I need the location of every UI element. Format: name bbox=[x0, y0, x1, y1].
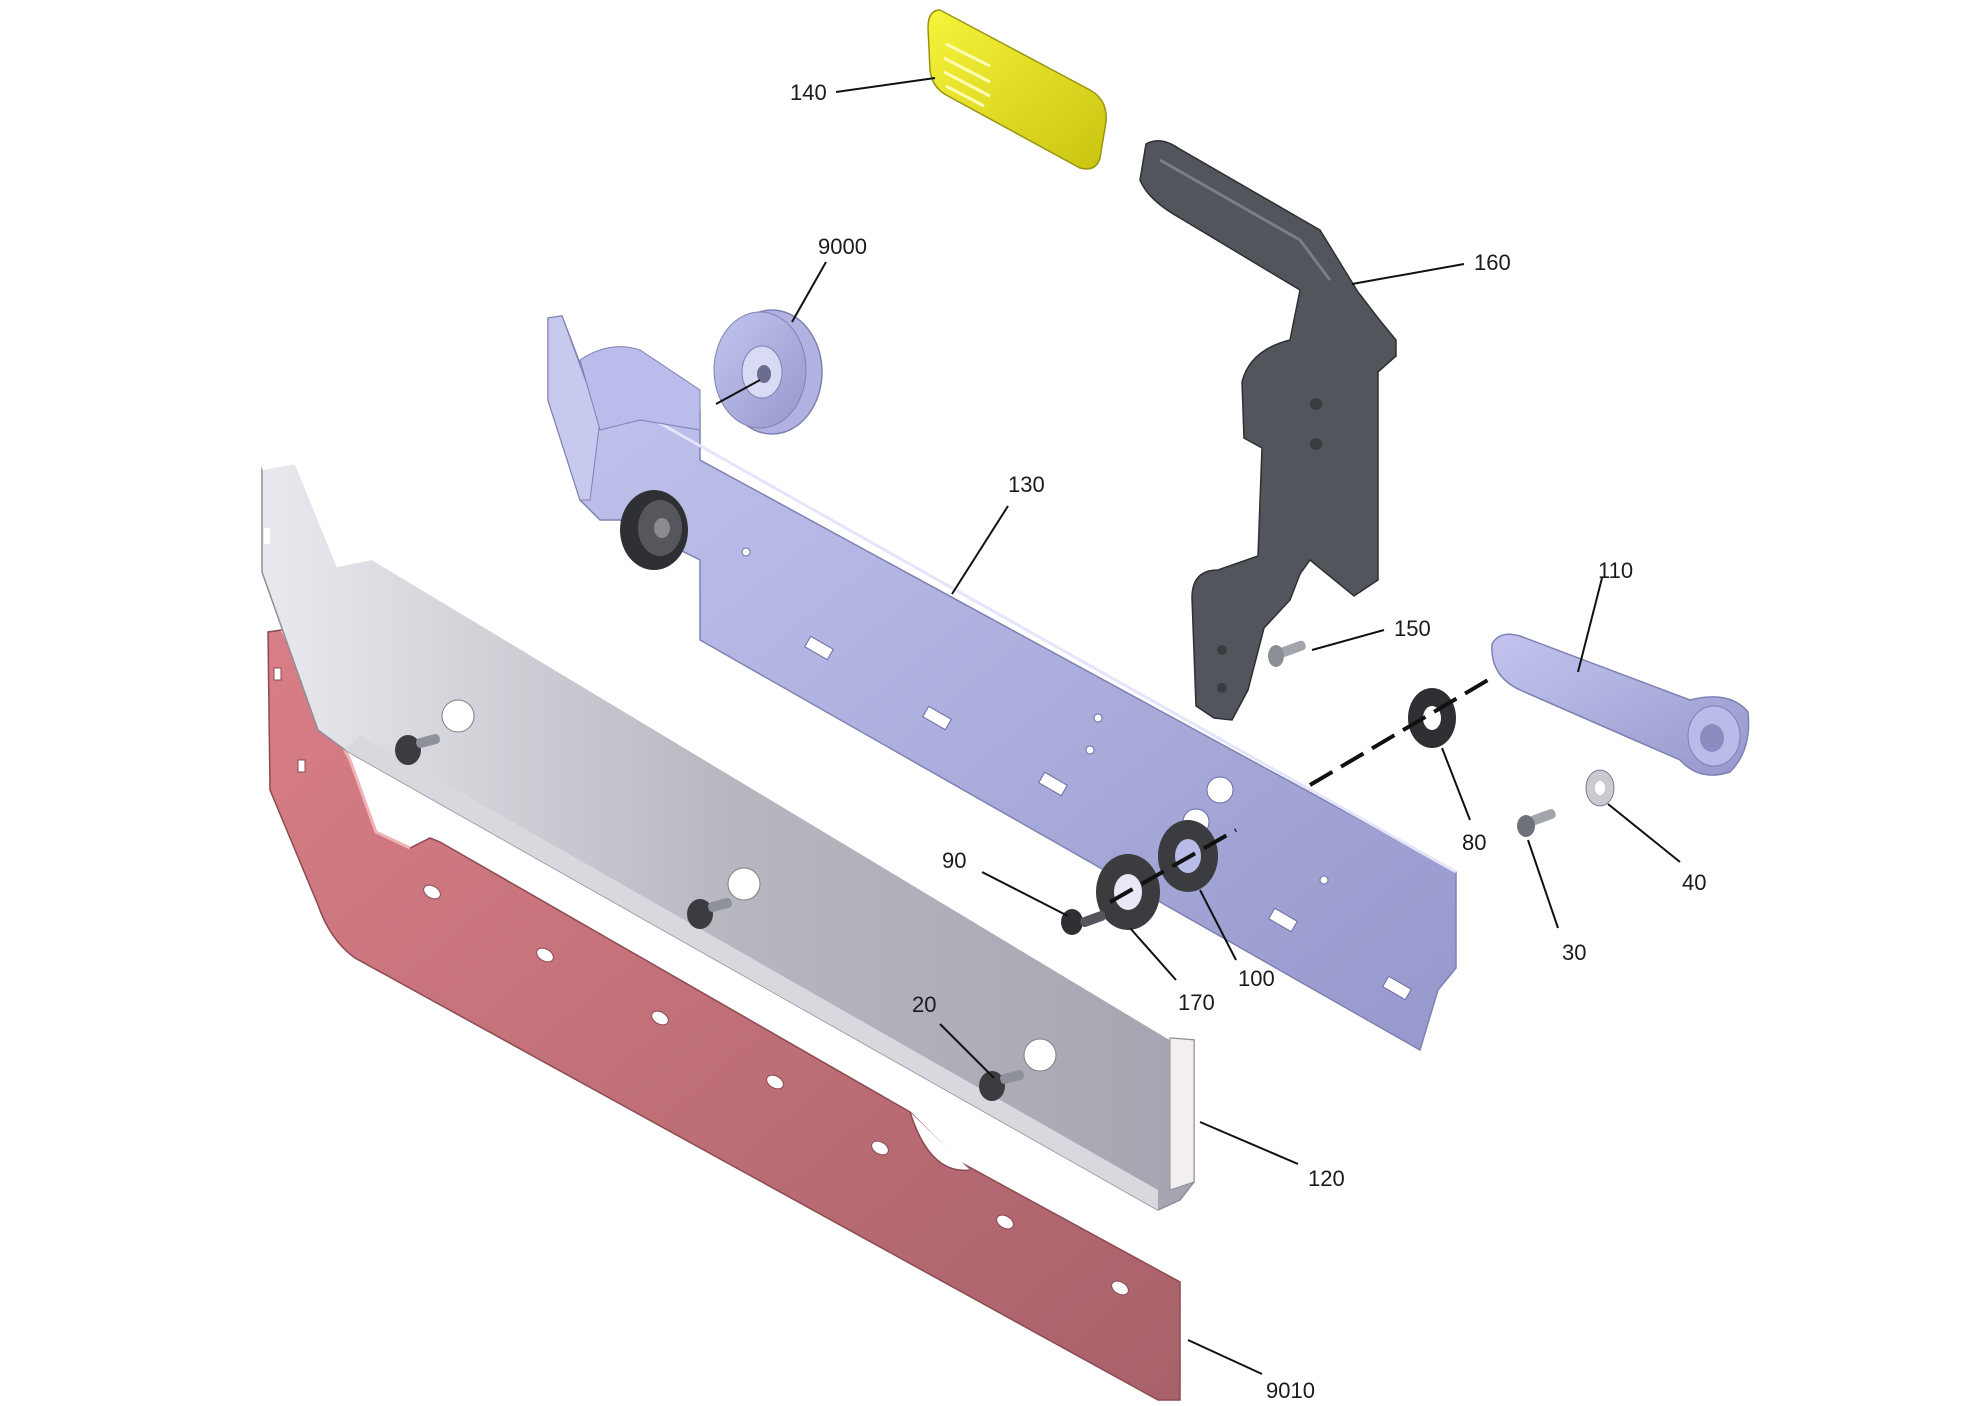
label-9010: 9010 bbox=[1266, 1378, 1315, 1403]
assembly-axis-lines bbox=[1109, 678, 1490, 904]
label-20: 20 bbox=[912, 992, 936, 1017]
frame-130 bbox=[547, 315, 1457, 1052]
label-90: 90 bbox=[942, 848, 966, 873]
screw-20-a bbox=[395, 733, 440, 765]
label-9000: 9000 bbox=[818, 234, 867, 259]
handle-160 bbox=[1139, 140, 1397, 721]
label-150: 150 bbox=[1394, 616, 1431, 641]
washer-40 bbox=[1585, 769, 1615, 807]
plate-120 bbox=[261, 459, 1195, 1211]
screw-20-b bbox=[687, 897, 732, 929]
frame-roller bbox=[620, 490, 688, 570]
callout-labels: 140 160 9000 130 110 150 80 90 40 170 10… bbox=[790, 80, 1706, 1403]
screws-20 bbox=[395, 733, 1024, 1101]
squeegee-strip-9010 bbox=[267, 629, 1181, 1401]
washer-80 bbox=[1408, 688, 1456, 748]
lever-110 bbox=[1491, 633, 1750, 776]
screw-20-c bbox=[979, 1069, 1024, 1101]
label-110: 110 bbox=[1598, 558, 1633, 583]
bolt-90 bbox=[1061, 909, 1106, 935]
yellow-grip-140 bbox=[927, 9, 1107, 170]
label-80: 80 bbox=[1462, 830, 1486, 855]
label-40: 40 bbox=[1682, 870, 1706, 895]
label-30: 30 bbox=[1562, 940, 1586, 965]
bolt-150 bbox=[1268, 640, 1306, 667]
label-170: 170 bbox=[1178, 990, 1215, 1015]
label-130: 130 bbox=[1008, 472, 1045, 497]
label-120: 120 bbox=[1308, 1166, 1345, 1191]
label-160: 160 bbox=[1474, 250, 1511, 275]
label-100: 100 bbox=[1238, 966, 1275, 991]
leader-lines bbox=[791, 77, 1681, 1375]
roller-wheel-9000 bbox=[713, 309, 823, 435]
label-140: 140 bbox=[790, 80, 827, 105]
bolt-30 bbox=[1517, 808, 1556, 837]
